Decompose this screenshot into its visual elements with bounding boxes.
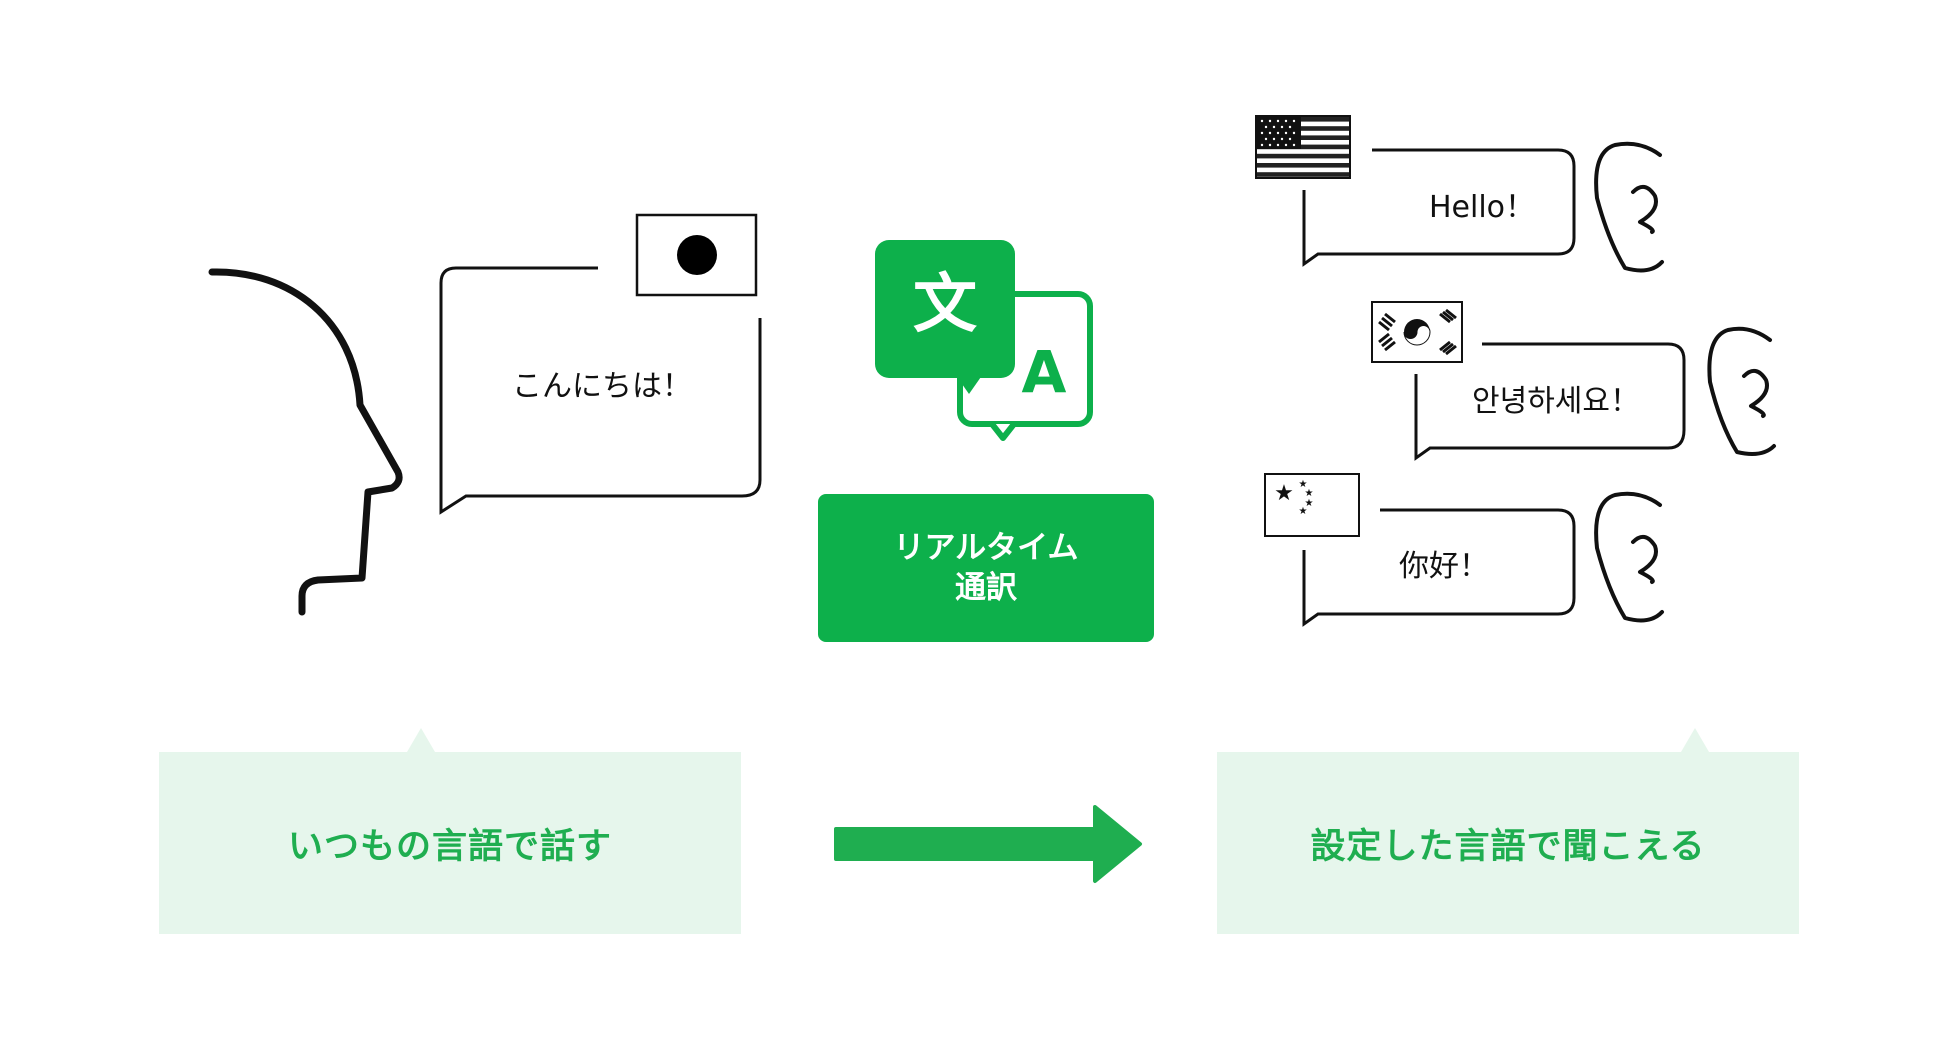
speaker-speech-bubble: [439, 266, 762, 515]
realtime-interpretation-badge: リアルタイム 通訳: [818, 494, 1154, 642]
korean-speech-bubble: [1414, 342, 1686, 461]
ear-icon: [1594, 491, 1664, 623]
hear-caption-text: 設定した言語で聞こえる: [1310, 826, 1706, 867]
badge-line2: 通訳: [955, 570, 1017, 606]
japan-flag: [635, 213, 758, 297]
svg-text:★: ★: [1305, 498, 1314, 509]
translate-icon-glyph-main: 文: [913, 268, 977, 342]
chinese-greeting-text: 你好！: [1399, 549, 1489, 584]
translate-icon-glyph-sub: A: [1022, 338, 1067, 406]
english-speech-bubble: [1302, 148, 1576, 267]
us-flag: [1255, 115, 1351, 179]
translate-icon: 文 A: [875, 240, 1093, 441]
svg-text:★: ★: [1305, 488, 1314, 499]
right-arrow-icon: [834, 805, 1142, 883]
hear-caption: 設定した言語で聞こえる: [1217, 728, 1799, 934]
speak-caption: いつもの言語で話す: [159, 728, 741, 934]
head-profile-icon: [208, 268, 403, 616]
korean-greeting-text: 안녕하세요！: [1472, 384, 1640, 419]
svg-text:★: ★: [1299, 479, 1308, 490]
china-flag: ★ ★ ★ ★ ★: [1264, 473, 1360, 537]
korea-flag: [1371, 301, 1463, 363]
speaker-greeting-text: こんにちは！: [512, 369, 692, 404]
speak-caption-text: いつもの言語で話す: [287, 826, 612, 867]
chinese-speech-bubble: [1302, 508, 1576, 627]
ear-icon: [1707, 326, 1776, 456]
svg-text:★: ★: [1274, 481, 1294, 506]
ear-icon: [1594, 141, 1664, 273]
svg-text:★: ★: [1299, 506, 1308, 517]
english-greeting-text: Hello！: [1428, 190, 1536, 225]
badge-line1: リアルタイム: [893, 529, 1079, 566]
